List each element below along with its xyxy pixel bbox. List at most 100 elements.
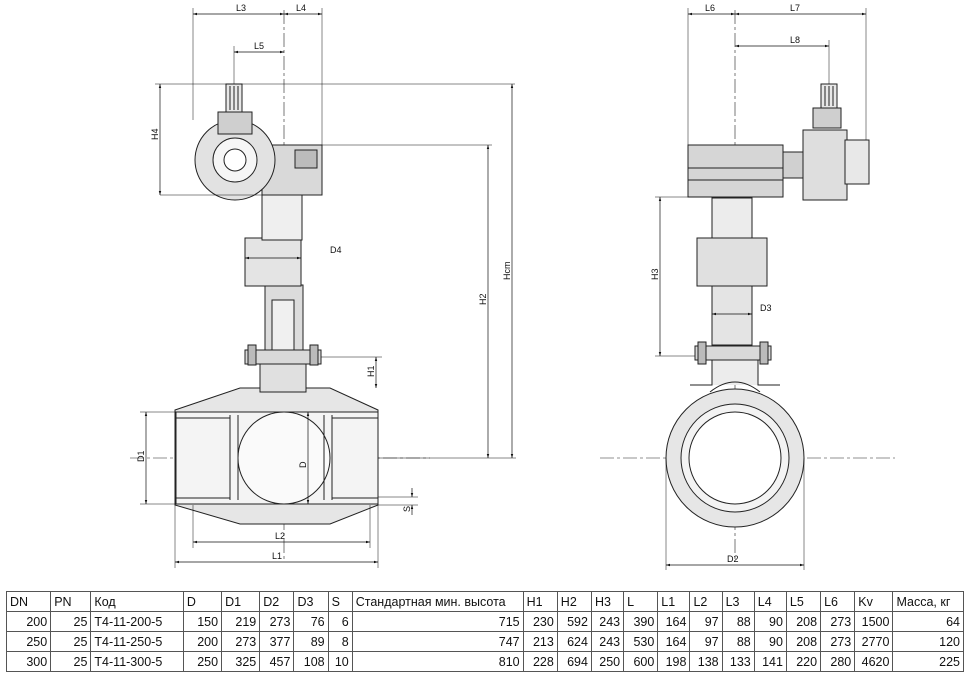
table-cell: 390 xyxy=(623,611,659,632)
side-view-dimensions xyxy=(655,8,867,570)
table-cell: 25 xyxy=(50,631,92,652)
table-cell: 200 xyxy=(182,631,223,652)
table-cell: 228 xyxy=(522,651,558,672)
table-cell: 90 xyxy=(753,631,787,652)
table-cell: 10 xyxy=(327,651,353,672)
table-cell: 325 xyxy=(221,651,261,672)
column-header: D1 xyxy=(221,591,261,612)
table-cell: 225 xyxy=(892,651,964,672)
table-cell: 300 xyxy=(5,651,52,672)
table-cell: 64 xyxy=(892,611,964,632)
table-cell: 138 xyxy=(689,651,723,672)
dim-S: S xyxy=(402,506,412,512)
table-cell: 273 xyxy=(259,611,295,632)
column-header: D3 xyxy=(293,591,329,612)
front-view xyxy=(130,10,430,560)
table-cell: 273 xyxy=(820,631,856,652)
column-header: L2 xyxy=(689,591,723,612)
table-cell: 250 xyxy=(5,631,52,652)
table-cell: 624 xyxy=(556,631,592,652)
table-cell: 715 xyxy=(351,611,524,632)
column-header: DN xyxy=(5,591,52,612)
column-header: D xyxy=(182,591,223,612)
table-cell: 1500 xyxy=(854,611,894,632)
table-cell: 592 xyxy=(556,611,592,632)
table-cell: 457 xyxy=(259,651,295,672)
dim-D4: D4 xyxy=(330,245,342,255)
dim-D: D xyxy=(298,461,308,468)
table-cell: 150 xyxy=(182,611,223,632)
table-cell: 164 xyxy=(657,631,691,652)
table-cell: 8 xyxy=(327,631,353,652)
table-cell: 120 xyxy=(892,631,964,652)
dim-H1: H1 xyxy=(366,365,376,377)
dim-L3: L3 xyxy=(236,3,246,13)
dim-Hcm: Hcm xyxy=(502,262,512,281)
side-view xyxy=(600,10,895,560)
table-cell: 2770 xyxy=(854,631,894,652)
table-cell: 694 xyxy=(556,651,592,672)
table-cell: 200 xyxy=(5,611,52,632)
dim-H4: H4 xyxy=(150,128,160,140)
table-cell: 243 xyxy=(590,611,625,632)
dim-L4: L4 xyxy=(296,3,306,13)
dim-D1: D1 xyxy=(136,450,146,462)
dim-L8: L8 xyxy=(790,35,800,45)
dim-D2: D2 xyxy=(727,554,739,564)
table-cell: 108 xyxy=(293,651,329,672)
column-header: L4 xyxy=(753,591,787,612)
table-cell: 97 xyxy=(689,631,723,652)
table-cell: 4620 xyxy=(854,651,894,672)
column-header: PN xyxy=(50,591,92,612)
dim-D3: D3 xyxy=(760,303,772,313)
column-header: Стандартная мин. высота xyxy=(351,591,524,612)
dim-H2: H2 xyxy=(478,293,488,305)
column-header: L1 xyxy=(657,591,691,612)
column-header: Масса, кг xyxy=(892,591,964,612)
table-cell: 250 xyxy=(182,651,223,672)
dim-L6: L6 xyxy=(705,3,715,13)
valve-technical-drawing: L3 L4 L5 H4 D4 H2 Hcm H1 D1 D S L2 L1 xyxy=(130,3,895,570)
table-cell: 280 xyxy=(820,651,856,672)
column-header: H1 xyxy=(522,591,558,612)
table-cell: 600 xyxy=(623,651,659,672)
table-cell: 76 xyxy=(293,611,329,632)
table-cell: 164 xyxy=(657,611,691,632)
table-cell: 198 xyxy=(657,651,691,672)
table-cell: 219 xyxy=(221,611,261,632)
table-cell: T4-11-250-5 xyxy=(90,631,184,652)
front-view-dimensions xyxy=(140,8,516,568)
column-header: D2 xyxy=(259,591,295,612)
table-cell: T4-11-200-5 xyxy=(90,611,184,632)
table-cell: 213 xyxy=(522,631,558,652)
table-cell: 243 xyxy=(590,631,625,652)
dim-L1: L1 xyxy=(272,551,282,561)
table-cell: T4-11-300-5 xyxy=(90,651,184,672)
dim-L2: L2 xyxy=(275,531,285,541)
table-cell: 230 xyxy=(522,611,558,632)
column-header: Код xyxy=(90,591,184,612)
dim-L5: L5 xyxy=(254,41,264,51)
table-cell: 89 xyxy=(293,631,329,652)
table-cell: 25 xyxy=(50,611,92,632)
table-cell: 97 xyxy=(689,611,723,632)
table-cell: 6 xyxy=(327,611,353,632)
table-cell: 530 xyxy=(623,631,659,652)
table-cell: 810 xyxy=(351,651,524,672)
table-cell: 90 xyxy=(753,611,787,632)
column-header: L3 xyxy=(721,591,755,612)
table-cell: 208 xyxy=(785,631,822,652)
table-cell: 88 xyxy=(721,611,755,632)
column-header: L6 xyxy=(820,591,856,612)
column-header: Kv xyxy=(854,591,894,612)
table-cell: 141 xyxy=(753,651,787,672)
column-header: H2 xyxy=(556,591,592,612)
column-header: S xyxy=(327,591,353,612)
table-cell: 133 xyxy=(721,651,755,672)
table-cell: 747 xyxy=(351,631,524,652)
